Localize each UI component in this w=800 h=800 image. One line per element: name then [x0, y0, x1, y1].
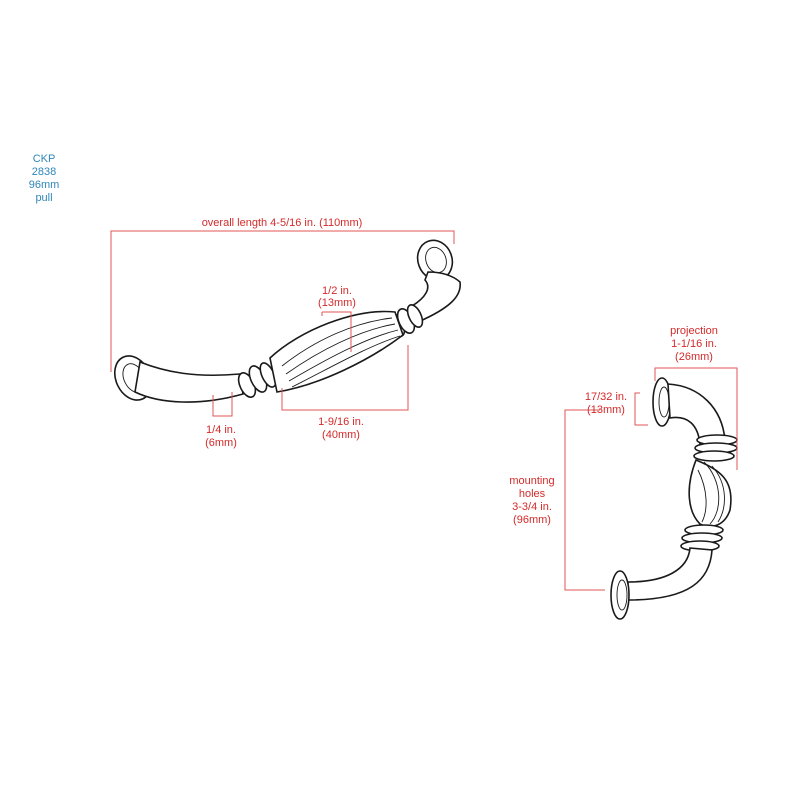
side-view-drawing [610, 377, 738, 620]
product-label: CKP 2838 96mm pull [14, 153, 74, 205]
side-view-dimensions [564, 367, 738, 591]
overall-length-label: overall length 4-5/16 in. (110mm) [202, 217, 363, 229]
front-view-drawing [113, 239, 461, 403]
projection-in-label: 1-1/16 in. [671, 338, 717, 350]
mounting-label-1: mounting [509, 475, 554, 487]
projection-mm-label: (26mm) [675, 351, 713, 363]
base-mm-label: (13mm) [587, 404, 625, 416]
product-type: pull [35, 192, 53, 204]
base-in-label: 17/32 in. [585, 391, 627, 403]
mounting-mm-label: (96mm) [513, 514, 551, 526]
mounting-label-2: holes [519, 488, 546, 500]
center-width-in-label: 1/2 in. [322, 285, 352, 297]
bar-width-in-label: 1/4 in. [206, 424, 236, 436]
center-length-mm-label: (40mm) [322, 429, 360, 441]
center-length-in-label: 1-9/16 in. [318, 416, 364, 428]
product-code-prefix: CKP [32, 153, 56, 165]
product-code-number: 2838 [31, 166, 57, 178]
mounting-in-label: 3-3/4 in. [512, 501, 552, 513]
center-width-mm-label: (13mm) [318, 297, 356, 309]
front-view-dimensions [110, 230, 455, 417]
projection-label: projection [670, 325, 718, 337]
bar-width-mm-label: (6mm) [205, 437, 237, 449]
product-size: 96mm [28, 179, 60, 191]
